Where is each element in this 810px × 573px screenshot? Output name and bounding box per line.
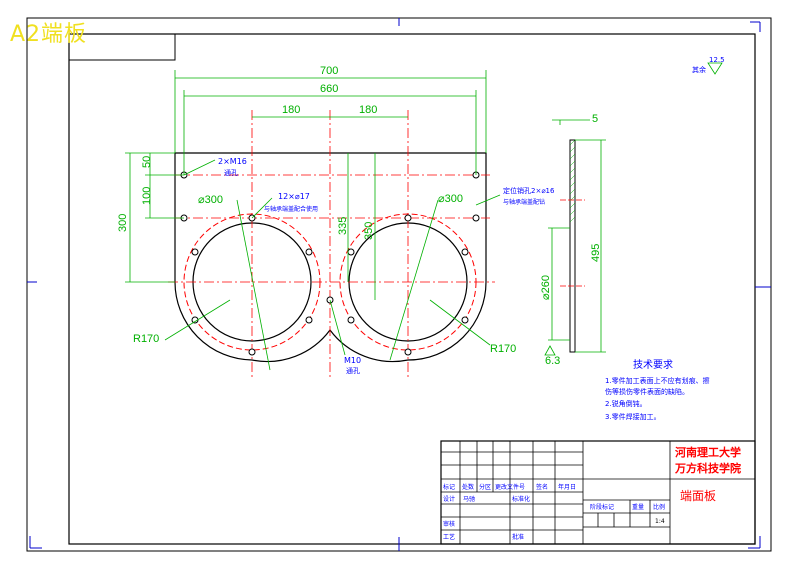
tb-craft: 工艺 [443, 533, 455, 541]
dim-180-left: 180 [282, 104, 300, 116]
dim-50: 50 [141, 156, 153, 168]
tb-scale-value: 1:4 [655, 518, 665, 525]
note-pin16-desc: 与轴承端盖配钻 [503, 198, 545, 206]
tb-approve: 批准 [512, 533, 524, 541]
holes [180, 171, 480, 356]
tb-check: 审核 [443, 520, 455, 528]
tech-item-2: 伤等损伤零件表面的缺陷。 [605, 387, 689, 396]
note-pin16: 定位销孔2×⌀16 [503, 186, 555, 195]
drawing-title: A2端板 [10, 22, 88, 47]
dim-495: 495 [590, 244, 602, 262]
leaders [164, 159, 501, 371]
note-surface: 6.3 [545, 355, 560, 367]
tb-count: 处数 [462, 483, 474, 491]
tb-date: 年月日 [558, 483, 576, 491]
tech-item-3: 2.锐角倒钝。 [605, 399, 647, 408]
dim-100: 100 [141, 187, 153, 205]
center-lines [168, 110, 495, 380]
roughness-symbol [707, 62, 723, 75]
note-holes17-desc: 与轴承端盖配合使用 [264, 205, 318, 213]
outer-frame [26, 17, 772, 552]
plate-outline [174, 152, 487, 363]
note-m10-through: 通孔 [346, 366, 360, 375]
dim-335: 335 [337, 217, 349, 235]
note-holes17: 12×⌀17 [278, 192, 310, 201]
note-roughness-value: 12.5 [709, 56, 725, 64]
tech-heading: 技术要求 [633, 358, 673, 371]
dim-260: ⌀260 [540, 275, 552, 300]
title-block [440, 440, 756, 545]
tb-zone: 分区 [479, 483, 491, 491]
dim-660: 660 [320, 83, 338, 95]
dim-300: 300 [117, 214, 129, 232]
tech-item-4: 3.零件焊接加工。 [605, 412, 661, 421]
tb-scale: 比例 [653, 503, 665, 511]
tech-item-1: 1.零件加工表面上不应有划痕、擦 [605, 376, 710, 385]
inner-frame [68, 33, 756, 545]
tb-mark: 标记 [443, 483, 455, 491]
dim-700: 700 [320, 65, 338, 77]
tb-doc: 更改文件号 [495, 483, 525, 491]
note-m16: 2×M16 [218, 157, 247, 166]
note-roughness-rest: 其余 [692, 65, 706, 74]
dim-phi300-right: ⌀300 [438, 193, 463, 205]
dimension-lines [125, 70, 561, 300]
note-m10: M10 [344, 356, 361, 365]
side-view [544, 119, 606, 356]
school-name-1: 河南理工大学 [675, 445, 741, 459]
tb-weight: 重量 [632, 503, 644, 511]
tb-design: 设计 [443, 495, 455, 503]
dim-350: 350 [363, 222, 375, 240]
frame-marks [27, 18, 771, 551]
tb-stage: 阶段标记 [590, 503, 614, 511]
note-m16-through: 通孔 [224, 168, 238, 177]
dim-r170-left: R170 [133, 333, 159, 345]
school-name-2: 万方科技学院 [674, 461, 741, 475]
part-name: 端面板 [680, 489, 716, 503]
dim-5: 5 [592, 113, 598, 125]
dim-phi300-left: ⌀300 [198, 194, 223, 206]
dim-r170-right: R170 [490, 343, 516, 355]
corner-box [68, 33, 176, 61]
dim-180-right: 180 [359, 104, 377, 116]
tb-std: 标准化 [512, 495, 530, 503]
tb-designer: 马驰 [463, 495, 475, 503]
tb-sign: 签名 [536, 483, 548, 491]
